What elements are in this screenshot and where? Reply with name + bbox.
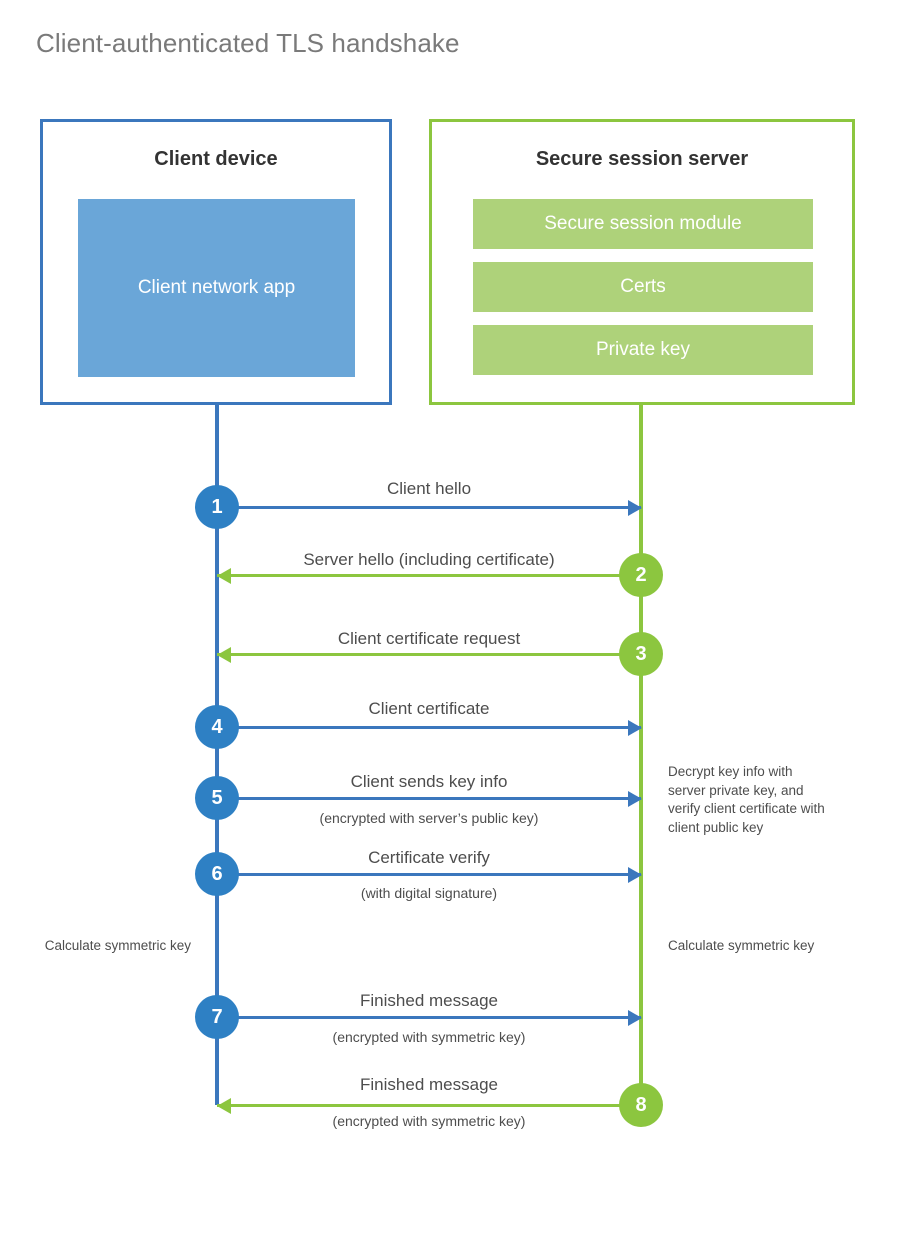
message-5-line bbox=[217, 797, 641, 800]
message-7-label: Finished message bbox=[360, 991, 498, 1010]
message-5-label: Client sends key info bbox=[350, 772, 508, 791]
client-lifeline bbox=[215, 405, 219, 1105]
step-circle-3[interactable]: 3 bbox=[619, 632, 663, 676]
server-block-private-key: Private key bbox=[473, 325, 813, 375]
step-circle-2[interactable]: 2 bbox=[619, 553, 663, 597]
message-6-line bbox=[217, 873, 641, 876]
message-2-arrowhead-icon bbox=[217, 568, 231, 584]
message-5-arrowhead-icon bbox=[628, 791, 642, 807]
step-circle-8[interactable]: 8 bbox=[619, 1083, 663, 1127]
message-5-sublabel: (encrypted with server’s public key) bbox=[319, 810, 539, 826]
secure-session-server-title: Secure session server bbox=[535, 148, 749, 170]
message-8-line bbox=[217, 1104, 641, 1107]
message-8-label: Finished message bbox=[360, 1075, 498, 1094]
message-7-arrowhead-icon bbox=[628, 1010, 642, 1026]
step-circle-1[interactable]: 1 bbox=[195, 485, 239, 529]
server-block-certs: Certs bbox=[473, 262, 813, 312]
client-calc-note: Calculate symmetric key bbox=[44, 938, 191, 953]
page-title: Client-authenticated TLS handshake bbox=[36, 28, 460, 58]
secure-session-server-box: Secure session server Secure session mod… bbox=[429, 119, 855, 405]
message-4-line bbox=[217, 726, 641, 729]
message-3-line bbox=[217, 653, 641, 656]
step-circle-7[interactable]: 7 bbox=[195, 995, 239, 1039]
message-8-arrowhead-icon bbox=[217, 1098, 231, 1114]
message-2-label: Server hello (including certificate) bbox=[303, 550, 555, 569]
step-circle-5[interactable]: 5 bbox=[195, 776, 239, 820]
message-4-label: Client certificate bbox=[368, 699, 490, 718]
message-7-sublabel: (encrypted with symmetric key) bbox=[332, 1029, 526, 1045]
message-1-line bbox=[217, 506, 641, 509]
message-7-line bbox=[217, 1016, 641, 1019]
client-device-title: Client device bbox=[154, 148, 278, 170]
server-calc-note: Calculate symmetric key bbox=[668, 938, 815, 953]
message-6-label: Certificate verify bbox=[368, 848, 490, 867]
message-2-line bbox=[217, 574, 641, 577]
client-device-box: Client device Client network app bbox=[40, 119, 392, 405]
message-3-arrowhead-icon bbox=[217, 647, 231, 663]
client-network-app-block: Client network app bbox=[78, 199, 355, 377]
message-1-arrowhead-icon bbox=[628, 500, 642, 516]
message-3-label: Client certificate request bbox=[337, 629, 521, 648]
step-circle-4[interactable]: 4 bbox=[195, 705, 239, 749]
message-1-label: Client hello bbox=[386, 479, 472, 498]
server-lifeline bbox=[639, 405, 643, 1105]
server-block-secure-session-module: Secure session module bbox=[473, 199, 813, 249]
step-circle-6[interactable]: 6 bbox=[195, 852, 239, 896]
message-8-sublabel: (encrypted with symmetric key) bbox=[332, 1113, 526, 1129]
message-6-sublabel: (with digital signature) bbox=[360, 885, 498, 901]
server-decrypt-note: Decrypt key info with server private key… bbox=[668, 764, 825, 835]
message-4-arrowhead-icon bbox=[628, 720, 642, 736]
message-6-arrowhead-icon bbox=[628, 867, 642, 883]
